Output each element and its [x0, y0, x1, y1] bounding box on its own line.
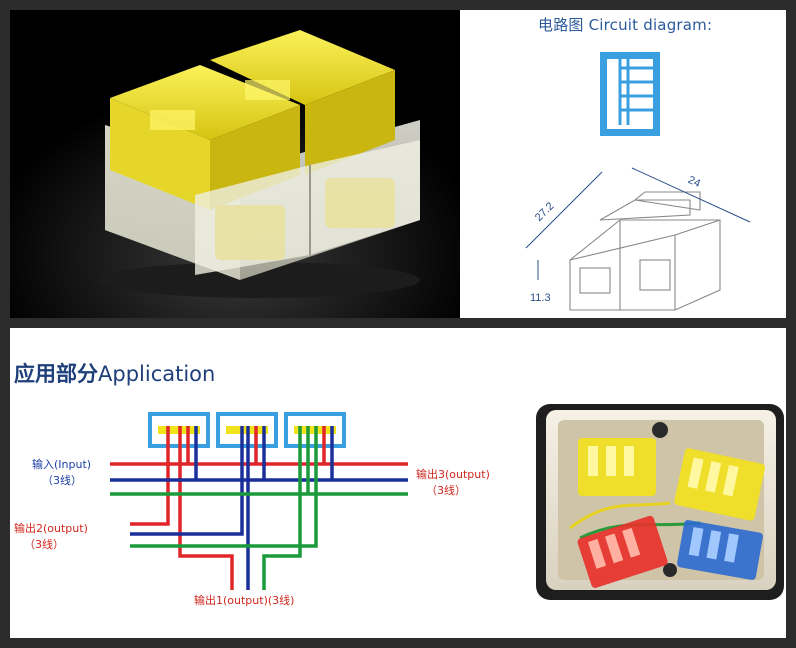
application-panel: 应用部分Application	[10, 328, 786, 638]
output1-label: 输出1(output)(3线)	[194, 594, 295, 607]
connector-photo	[10, 10, 460, 318]
application-title-cn: 应用部分	[14, 362, 98, 386]
dim-height: 11.3	[530, 292, 551, 304]
connector-illustration	[10, 10, 460, 318]
input-count-label: （3线）	[42, 474, 82, 487]
output2-count-label: （3线）	[24, 538, 64, 551]
circuit-drawing	[525, 52, 751, 311]
output3-count-label: （3线）	[426, 484, 466, 497]
output3-label: 输出3(output)	[416, 468, 490, 481]
circuit-panel: 电路图 Circuit diagram:	[460, 10, 786, 318]
circuit-title: 电路图 Circuit diagram:	[538, 16, 713, 34]
application-title-en: Application	[98, 362, 216, 386]
junction-box-photo	[536, 404, 784, 600]
wiring-diagram	[110, 412, 408, 590]
output2-label: 输出2(output)	[14, 522, 88, 535]
application-title: 应用部分Application	[14, 358, 215, 388]
input-label: 输入(Input)	[32, 458, 92, 471]
